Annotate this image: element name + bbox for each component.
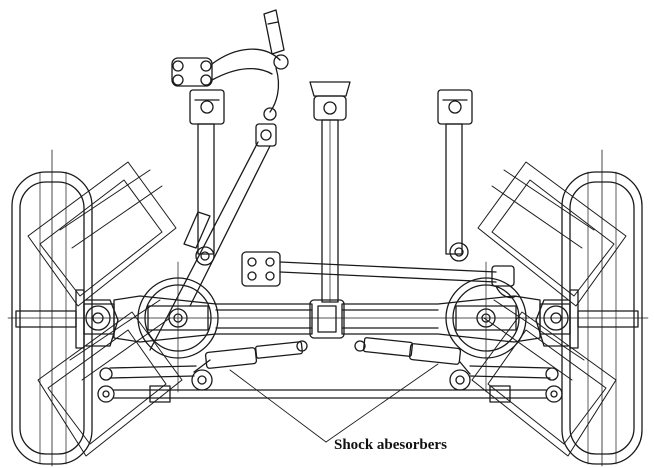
center-strut xyxy=(309,81,351,303)
leader-lines xyxy=(229,363,439,443)
right-hub xyxy=(445,277,527,359)
shock-absorbers-label: Shock abesorbers xyxy=(334,437,447,453)
left-shock-absorber xyxy=(193,340,308,373)
left-knuckle xyxy=(85,299,119,347)
axle-housing xyxy=(15,289,639,349)
steering-arm xyxy=(171,9,289,147)
center-lines xyxy=(7,261,649,393)
upper-track-rod xyxy=(241,251,517,299)
left-vertical-strut xyxy=(189,89,225,266)
left-hub xyxy=(137,277,219,359)
right-knuckle xyxy=(535,299,569,347)
lower-arms xyxy=(99,365,559,391)
left-wheel-steered xyxy=(27,161,183,457)
differential-housing xyxy=(309,299,345,339)
right-vertical-strut xyxy=(437,89,473,262)
right-shock-absorber xyxy=(354,337,471,375)
right-wheel-steered xyxy=(471,161,627,457)
lower-tie-rod xyxy=(97,385,563,403)
drag-link xyxy=(149,141,271,351)
